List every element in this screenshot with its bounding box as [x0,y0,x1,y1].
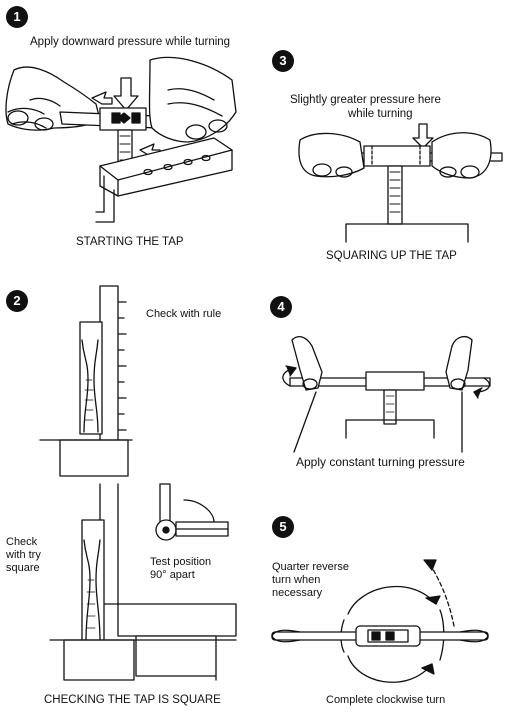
panel3-drawing [298,123,503,243]
tap-body [79,321,103,435]
panel2-caption: CHECKING THE TAP IS SQUARE [44,694,221,706]
panel5-drawing [271,559,489,683]
workpiece-block-2 [59,439,129,477]
reverse-note-line1: Quarter reverse [272,561,350,573]
check-square-line3: square [6,562,40,574]
step-badge-2: 2 [6,290,28,312]
downward-arrow-icon-2 [412,123,434,149]
step-badge-4: 4 [270,296,292,318]
pointer-line-left [293,391,317,453]
downward-arrow-icon [113,77,139,111]
panel4-caption: Apply constant turning pressure [296,455,465,469]
test-position-line1: Test position [150,556,212,568]
check-square-line1: Check [6,536,38,548]
workpiece-block [345,223,469,243]
check-square-line2: with try [6,549,41,561]
clockwise-turn-circle [347,585,437,615]
step-badge-1: 1 [6,6,28,28]
reverse-turn-arrow-icon [429,563,455,627]
panel2-drawing [39,285,237,681]
test-position-inset [155,483,229,541]
panel1-caption: STARTING THE TAP [76,236,184,248]
right-hand [148,56,237,143]
panel3-caption: SQUARING UP THE TAP [326,250,457,262]
steel-rule [99,285,119,443]
test-position-line2: 90° apart [150,569,195,581]
panel1-instruction: Apply downward pressure while turning [30,36,231,48]
panel3-note-line2: while turning [348,108,413,120]
step-badge-3: 3 [272,50,294,72]
vise [95,175,115,223]
reverse-note-line2: turn when [272,574,321,586]
tap-body-2 [81,519,105,643]
panel5-caption: Complete clockwise turn [326,694,446,706]
step-badge-5: 5 [272,516,294,538]
reverse-note-line3: necessary [272,587,323,599]
check-rule-label: Check with rule [146,308,222,320]
turn-arrow-left-icon [91,91,113,105]
panel3-note-line1: Slightly greater pressure here [290,94,441,106]
panel4-drawing [282,335,491,453]
panel1-drawing [5,56,237,223]
